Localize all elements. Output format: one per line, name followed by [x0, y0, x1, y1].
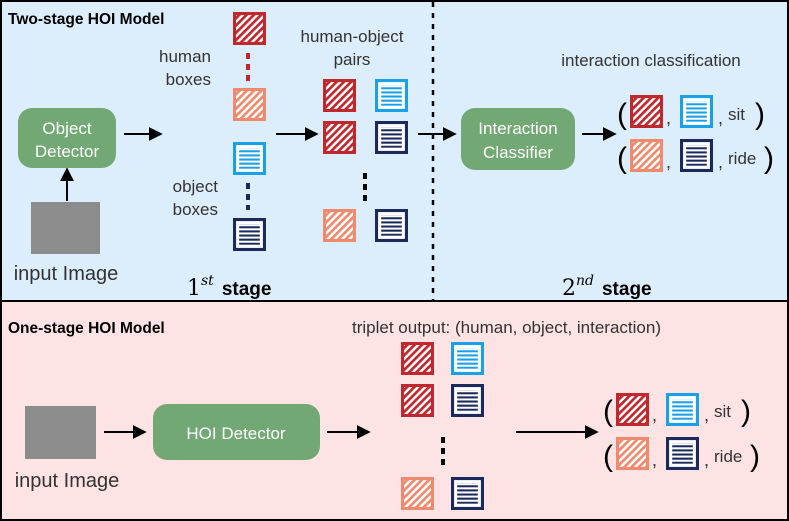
vertical-ellipsis-icon [246, 53, 250, 81]
object-box-icon [233, 218, 266, 251]
object-box-icon [451, 477, 484, 510]
comma: , [652, 405, 657, 425]
human-box-icon [323, 121, 356, 154]
human-box-icon [616, 393, 649, 426]
object-box-icon [375, 121, 408, 154]
comma: , [718, 108, 723, 128]
open-paren: ( [617, 142, 627, 175]
hoi-detector-box [153, 404, 320, 460]
interaction-classification-label: interaction classification [561, 51, 741, 70]
output-verb-sit: sit [728, 105, 745, 124]
classifier-line2: Classifier [483, 143, 553, 162]
input-image-bottom [25, 406, 96, 459]
close-paren: ) [755, 98, 765, 131]
one-stage-panel [0, 300, 789, 521]
human-box-icon [233, 88, 266, 121]
object-box-icon [233, 142, 266, 175]
object-boxes-line2: boxes [173, 200, 218, 219]
human-box-icon [401, 384, 434, 417]
human-box-icon [401, 342, 434, 375]
input-image-label-bottom: input Image [15, 470, 120, 492]
object-box-icon [666, 393, 699, 426]
output-verb-ride: ride [728, 149, 756, 168]
close-paren: ) [750, 440, 760, 473]
human-box-icon [233, 12, 266, 45]
output-verb-sit: sit [714, 402, 731, 421]
comma: , [666, 108, 671, 128]
input-image-label-top: input Image [14, 263, 119, 285]
input-image-top [31, 202, 100, 254]
object-box-icon [680, 95, 713, 128]
classifier-line1: Interaction [478, 119, 557, 138]
open-paren: ( [617, 98, 627, 131]
output-verb-ride: ride [714, 447, 742, 466]
object-boxes-line1: object [173, 177, 219, 196]
object-detector-box [18, 108, 116, 168]
vertical-ellipsis-icon [441, 437, 445, 465]
two-stage-title: Two-stage HOI Model [8, 11, 164, 28]
object-box-icon [375, 79, 408, 112]
hoi-detector-label: HOI Detector [186, 424, 286, 443]
human-box-icon [630, 139, 663, 172]
human-box-icon [323, 209, 356, 242]
vertical-ellipsis-icon [363, 173, 367, 201]
object-detector-line1: Object [42, 119, 91, 138]
pairs-line2: pairs [334, 50, 371, 69]
comma: , [704, 405, 709, 425]
pairs-line1: human-object [300, 27, 403, 46]
close-paren: ) [741, 395, 751, 428]
comma: , [718, 152, 723, 172]
close-paren: ) [764, 142, 774, 175]
object-box-icon [451, 384, 484, 417]
one-stage-title: One-stage HOI Model [8, 320, 165, 337]
comma: , [704, 450, 709, 470]
open-paren: ( [603, 440, 613, 473]
object-box-icon [666, 437, 699, 470]
comma: , [652, 450, 657, 470]
comma: , [666, 152, 671, 172]
interaction-classifier-box [461, 108, 575, 170]
human-boxes-line2: boxes [166, 70, 211, 89]
object-detector-line2: Detector [35, 142, 100, 161]
object-box-icon [375, 209, 408, 242]
object-box-icon [451, 342, 484, 375]
human-box-icon [401, 477, 434, 510]
human-box-icon [323, 79, 356, 112]
object-box-icon [680, 139, 713, 172]
human-box-icon [616, 437, 649, 470]
human-boxes-line1: human [159, 47, 211, 66]
open-paren: ( [603, 395, 613, 428]
vertical-ellipsis-icon [246, 183, 250, 210]
triplet-output-label: triplet output: (human, object, interact… [352, 318, 661, 337]
human-box-icon [630, 95, 663, 128]
